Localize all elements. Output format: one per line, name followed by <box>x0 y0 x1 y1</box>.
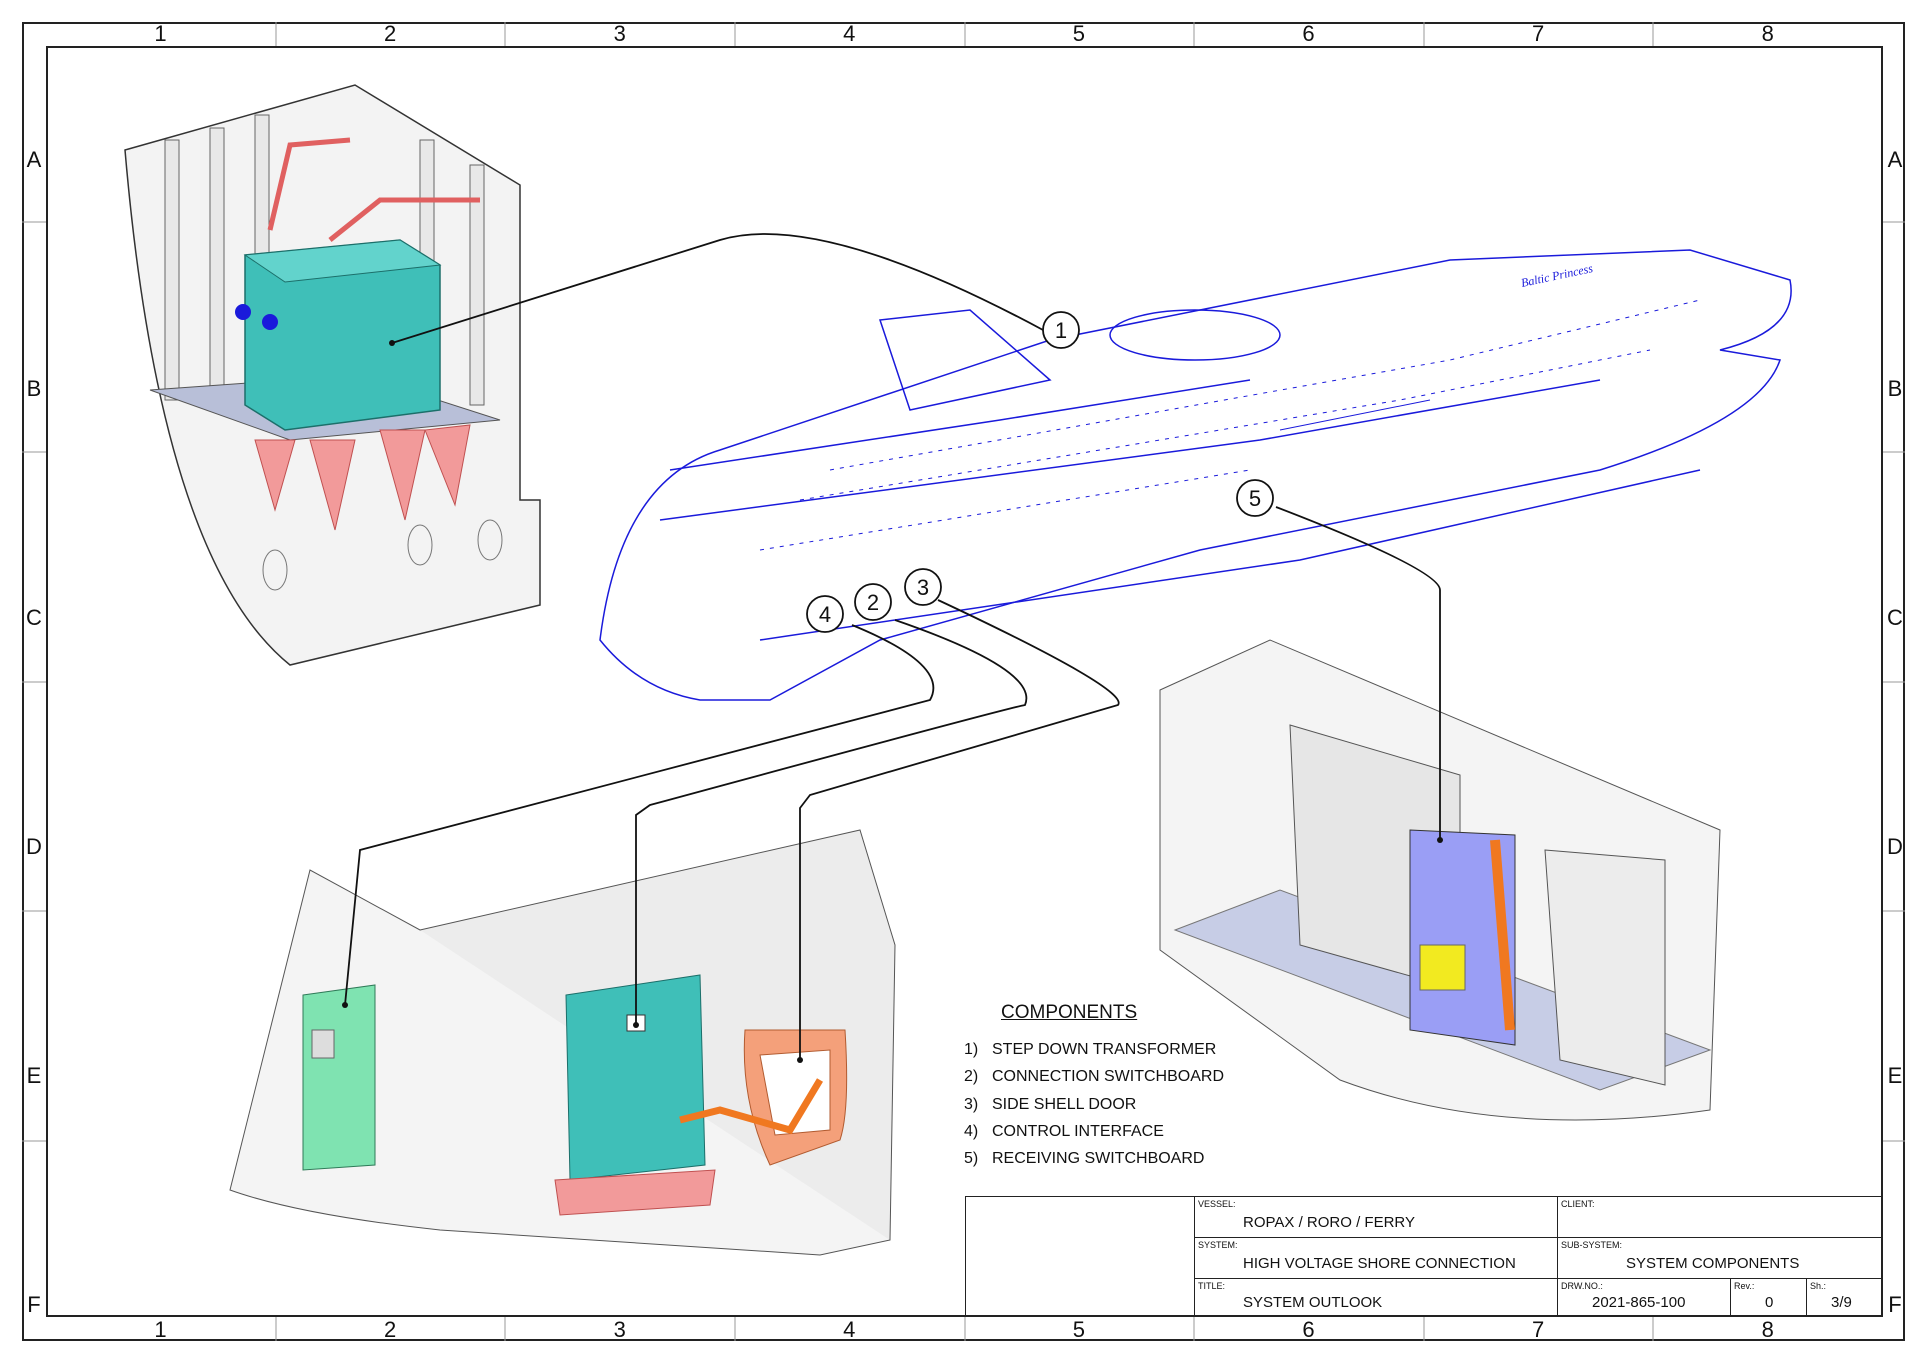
zone-row-F: F <box>1888 1292 1902 1317</box>
revision-cell: Rev.: 0 <box>1731 1279 1807 1316</box>
zone-row-C: C <box>1887 605 1903 630</box>
callout-5 <box>1236 479 1274 517</box>
zone-row-D: D <box>26 834 42 859</box>
zone-column-2: 2 <box>383 21 397 46</box>
callout-label-2: 2 <box>867 590 879 615</box>
vessel-value: ROPAX / RORO / FERRY <box>1243 1214 1415 1231</box>
shore-connection-room-illustration <box>229 829 896 1256</box>
receiving-switchboard-room-illustration <box>1159 639 1721 1121</box>
component-item: 1) STEP DOWN TRANSFORMER <box>964 1041 1216 1059</box>
callout-label-1: 1 <box>1055 318 1067 343</box>
zone-row-E: E <box>1887 1063 1903 1088</box>
zone-column-7: 7 <box>1531 21 1545 46</box>
system-cell: SYSTEM: HIGH VOLTAGE SHORE CONNECTION <box>1195 1238 1558 1279</box>
callout-circles <box>806 311 1274 633</box>
subsystem-cell: SUB-SYSTEM:SYSTEM COMPONENTS <box>1558 1238 1883 1279</box>
zone-row-B: B <box>1887 376 1903 401</box>
zone-dividers <box>22 22 1905 1341</box>
system-label: SYSTEM: <box>1198 1240 1238 1250</box>
component-label: CONNECTION SWITCHBOARD <box>992 1068 1224 1085</box>
drawing-number-cell: DRW.NO.: 2021-865-100 <box>1558 1279 1731 1316</box>
zone-row-A: A <box>1887 147 1903 172</box>
zone-row-E: E <box>26 1063 42 1088</box>
system-value: HIGH VOLTAGE SHORE CONNECTION <box>1243 1255 1516 1272</box>
drawing-number-value: 2021-865-100 <box>1592 1294 1686 1311</box>
zone-column-1: 1 <box>154 1317 167 1342</box>
component-item: 5) RECEIVING SWITCHBOARD <box>964 1150 1204 1168</box>
client-cell: CLIENT: <box>1558 1197 1883 1238</box>
components-title: COMPONENTS <box>1001 1002 1138 1023</box>
callout-1 <box>1042 311 1080 349</box>
zone-column-4: 4 <box>843 1317 856 1342</box>
leader-lines <box>344 233 1441 1060</box>
client-label: CLIENT: <box>1561 1199 1595 1209</box>
zone-column-3: 3 <box>613 21 626 46</box>
component-item: 4) CONTROL INTERFACE <box>964 1123 1164 1141</box>
transformer-room-illustration <box>124 84 541 666</box>
component-number: 3) <box>964 1096 979 1113</box>
zone-column-8: 8 <box>1761 21 1774 46</box>
zone-column-5: 5 <box>1072 21 1086 46</box>
revision-label: Rev.: <box>1734 1281 1755 1291</box>
subsystem-label: SUB-SYSTEM: <box>1561 1240 1623 1250</box>
logo-area <box>966 1197 1195 1316</box>
component-label: CONTROL INTERFACE <box>992 1123 1164 1140</box>
sheet-label: Sh.: <box>1810 1281 1827 1291</box>
zone-column-7: 7 <box>1531 1317 1545 1342</box>
component-number: 4) <box>964 1123 979 1140</box>
component-item: 2) CONNECTION SWITCHBOARD <box>964 1068 1224 1086</box>
title-block: VESSEL: ROPAX / RORO / FERRY CLIENT: SYST… <box>965 1196 1883 1317</box>
component-label: STEP DOWN TRANSFORMER <box>992 1041 1217 1058</box>
title-cell: TITLE: SYSTEM OUTLOOK <box>1195 1279 1558 1316</box>
zone-column-4: 4 <box>843 21 856 46</box>
vessel-label: VESSEL: <box>1198 1199 1236 1209</box>
subsystem-value: SYSTEM COMPONENTS <box>1626 1255 1800 1272</box>
component-number: 2) <box>964 1068 979 1085</box>
callout-label-5: 5 <box>1249 486 1261 511</box>
zone-row-F: F <box>27 1292 41 1317</box>
zone-column-5: 5 <box>1072 1317 1086 1342</box>
zone-column-8: 8 <box>1761 1317 1774 1342</box>
title-value: SYSTEM OUTLOOK <box>1243 1294 1383 1311</box>
component-label: SIDE SHELL DOOR <box>992 1096 1137 1113</box>
title-label: TITLE: <box>1198 1281 1226 1291</box>
component-item: 3) SIDE SHELL DOOR <box>964 1096 1136 1114</box>
callout-2 <box>854 583 892 621</box>
zone-row-B: B <box>26 376 42 401</box>
zone-column-2: 2 <box>383 1317 397 1342</box>
sheet-cell: Sh.: 3/9 <box>1807 1279 1883 1316</box>
drawing-frame <box>46 46 1883 1317</box>
zone-column-3: 3 <box>613 1317 626 1342</box>
leader-line-endpoints <box>342 340 1443 1063</box>
sheet-value: 3/9 <box>1831 1294 1852 1311</box>
zone-column-1: 1 <box>154 21 167 46</box>
component-number: 5) <box>964 1150 979 1167</box>
ship-illustration <box>599 249 1792 701</box>
callout-label-3: 3 <box>917 575 929 600</box>
callout-label-4: 4 <box>819 602 831 627</box>
zone-row-C: C <box>26 605 42 630</box>
callout-3 <box>904 568 942 606</box>
component-label: RECEIVING SWITCHBOARD <box>992 1150 1205 1167</box>
drawing-number-label: DRW.NO.: <box>1561 1281 1603 1291</box>
zone-row-A: A <box>26 147 42 172</box>
revision-value: 0 <box>1765 1294 1774 1311</box>
zone-column-6: 6 <box>1302 1317 1315 1342</box>
vessel-cell: VESSEL: ROPAX / RORO / FERRY <box>1195 1197 1558 1238</box>
callout-4 <box>806 595 844 633</box>
zone-column-6: 6 <box>1302 21 1315 46</box>
component-number: 1) <box>964 1041 979 1058</box>
zone-row-D: D <box>1887 834 1903 859</box>
